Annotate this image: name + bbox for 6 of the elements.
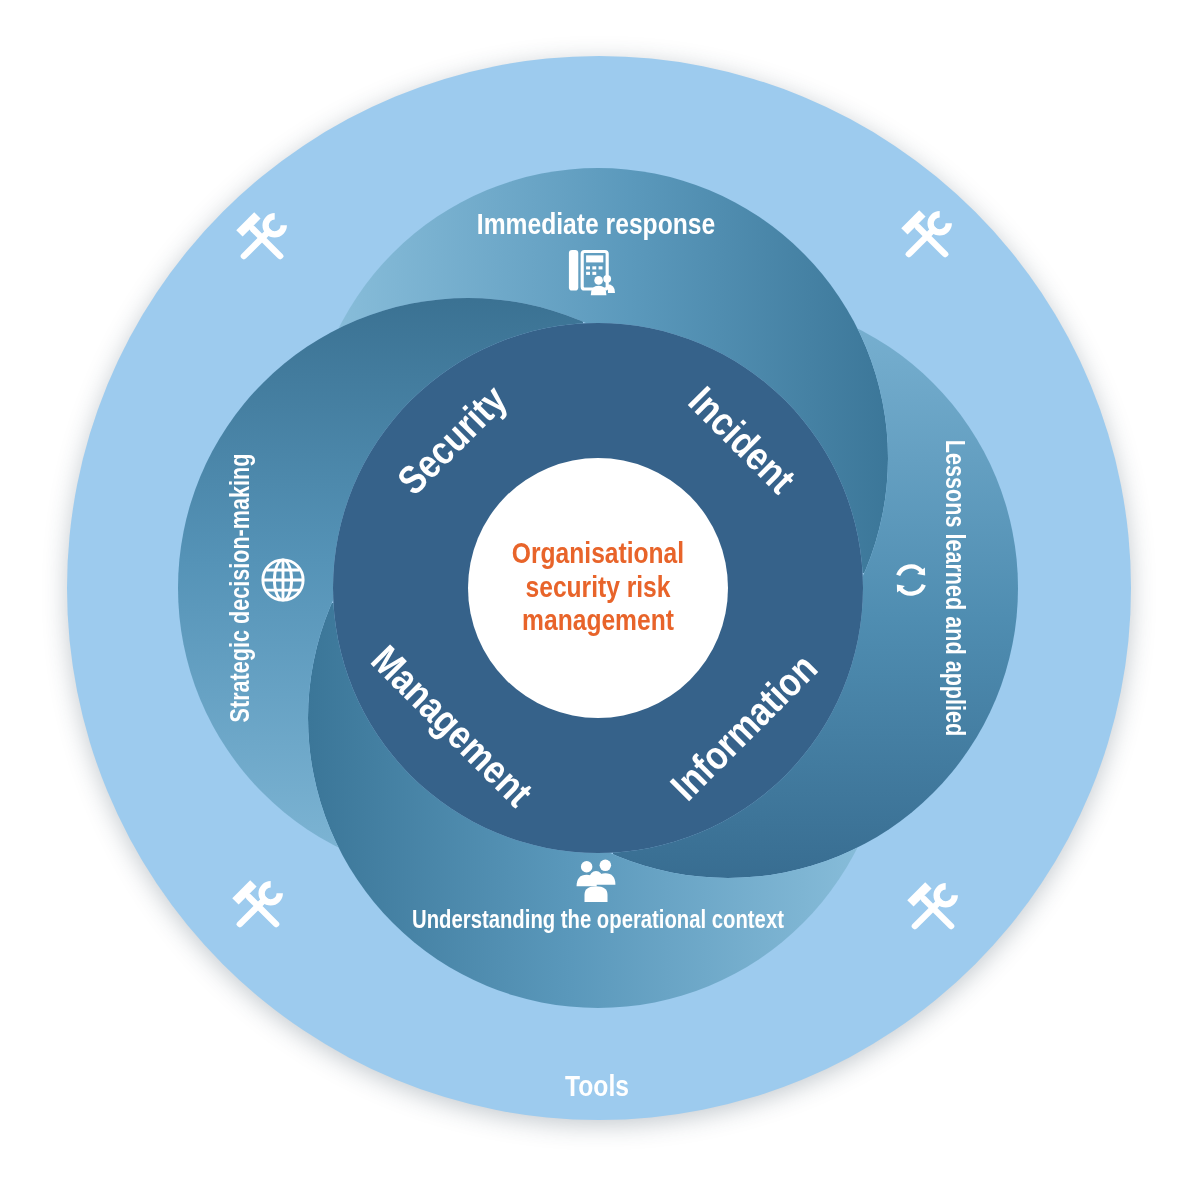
petal-label: Understanding the operational context (412, 905, 784, 935)
petal-label: Strategic decision-making (224, 453, 256, 723)
ring-label: Tools (565, 1069, 629, 1103)
petal-label: Lessons learned and applied (939, 439, 971, 737)
center-title: Organisational security risk management (510, 535, 686, 637)
petal-label: Immediate response (476, 207, 716, 241)
